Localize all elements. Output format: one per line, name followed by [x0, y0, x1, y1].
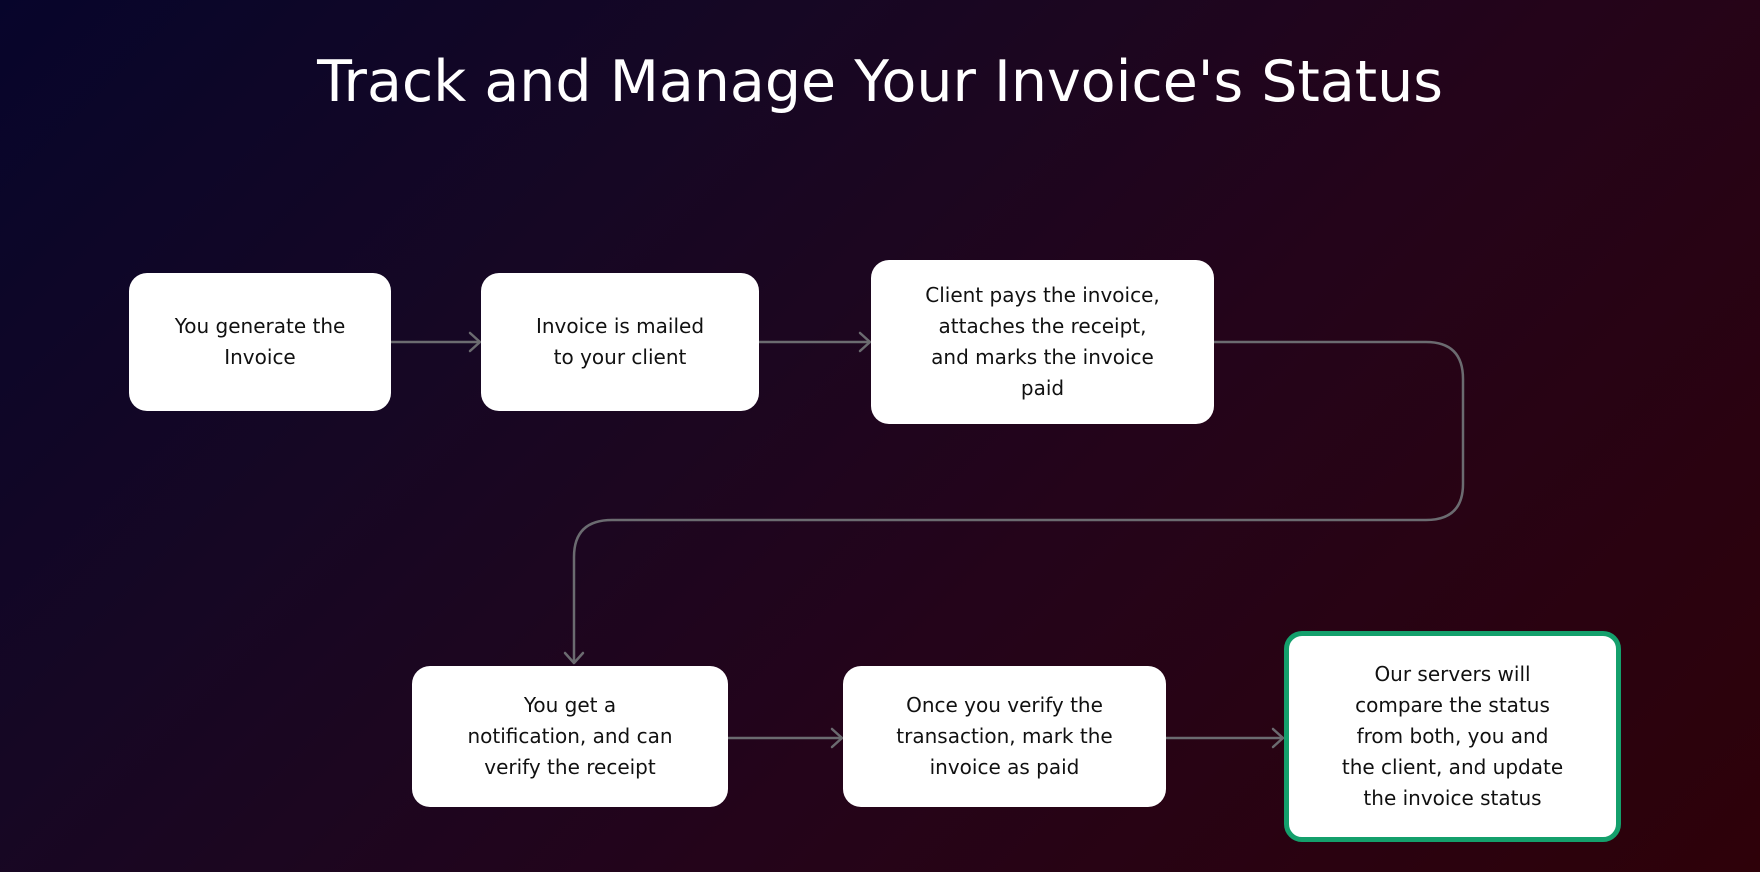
arrowhead-verify-to-servers	[1271, 727, 1285, 749]
diagram-title: Track and Manage Your Invoice's Status	[317, 49, 1443, 115]
step-notification: You get a notification, and can verify t…	[412, 666, 728, 807]
arrow-client-pays-to-notification	[572, 340, 1465, 664]
step-servers-compare-label: Our servers will compare the status from…	[1341, 662, 1564, 810]
step-verify-transaction: Once you verify the transaction, mark th…	[843, 666, 1166, 807]
step-generate-invoice: You generate the Invoice	[129, 273, 391, 411]
step-notification-label: You get a notification, and can verify t…	[467, 693, 673, 779]
step-verify-transaction-label: Once you verify the transaction, mark th…	[896, 693, 1113, 779]
step-generate-invoice-label: You generate the Invoice	[174, 314, 346, 369]
arrowhead-client-pays-to-notification	[563, 651, 585, 665]
step-servers-compare: Our servers will compare the status from…	[1284, 631, 1621, 842]
step-invoice-mailed-label: Invoice is mailed to your client	[535, 314, 705, 369]
step-client-pays: Client pays the invoice, attaches the re…	[871, 260, 1214, 424]
arrowhead-mailed-to-client-pays	[858, 331, 872, 353]
step-client-pays-label: Client pays the invoice, attaches the re…	[925, 283, 1160, 400]
arrowhead-notification-to-verify	[830, 727, 844, 749]
arrowhead-generate-to-mailed	[468, 331, 482, 353]
step-invoice-mailed: Invoice is mailed to your client	[481, 273, 759, 411]
